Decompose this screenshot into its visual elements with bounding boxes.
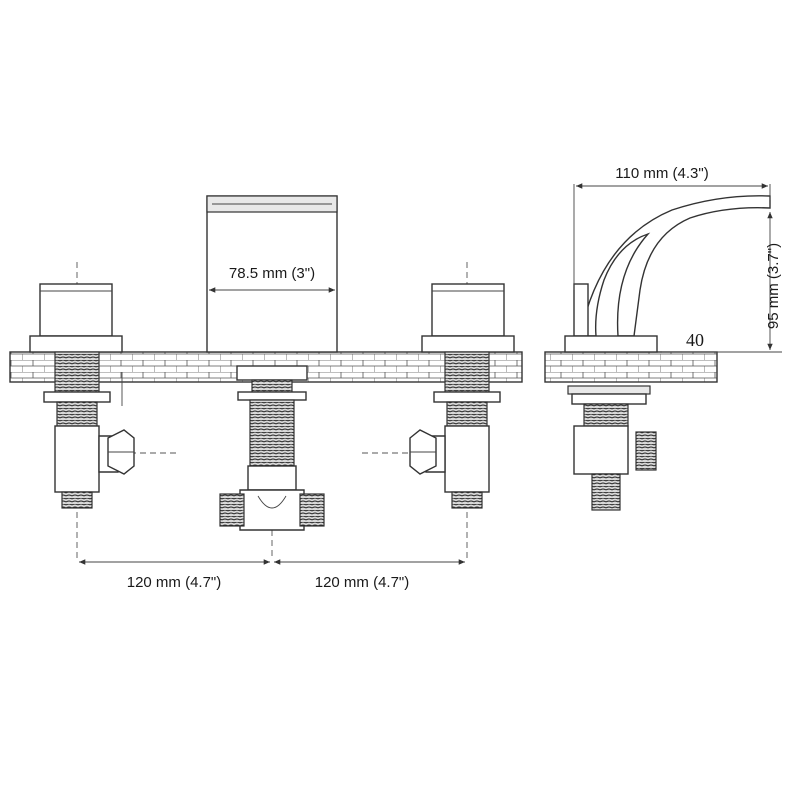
left-valve-thread	[54, 351, 100, 393]
side-view: 110 mm (4.3") 95 mm (3.7") 40	[544, 165, 782, 511]
center-spout	[206, 195, 338, 531]
side-outlet-thread	[591, 473, 621, 511]
right-valve-body	[444, 425, 490, 493]
side-spout-profile	[574, 195, 771, 337]
reach-label: 110 mm (4.3")	[615, 165, 708, 182]
height-label: 95 mm (3.7")	[765, 243, 782, 329]
waterfall-spout-body	[206, 195, 338, 353]
left-handle	[39, 283, 113, 337]
spout-right-inlet-thread	[299, 493, 325, 527]
left-escutcheon	[29, 335, 123, 353]
right-valve-thread	[444, 351, 490, 393]
spout-width-label: 78.5 mm (3")	[229, 265, 315, 282]
left-spacing-label: 120 mm (4.7")	[127, 574, 222, 591]
spout-shank-thread	[251, 379, 293, 393]
right-handle	[431, 283, 505, 337]
left-outlet-thread	[61, 491, 93, 509]
spout-left-inlet-thread	[219, 493, 245, 527]
left-valve	[29, 283, 135, 509]
right-outlet-thread	[451, 491, 483, 509]
left-valve-body	[54, 425, 100, 493]
right-escutcheon	[421, 335, 515, 353]
right-spacing-label: 120 mm (4.7")	[315, 574, 410, 591]
front-view: 78.5 mm (3") 120 mm (4.7") 120 mm (4.7")	[9, 195, 523, 591]
deck-thickness-label: 40	[686, 330, 704, 350]
right-valve	[409, 283, 515, 509]
side-deck-countertop	[544, 351, 718, 383]
side-shank-thread	[583, 403, 629, 427]
side-valve-body	[573, 425, 629, 475]
side-spout-base	[564, 335, 658, 353]
spout-main-thread	[249, 399, 295, 467]
